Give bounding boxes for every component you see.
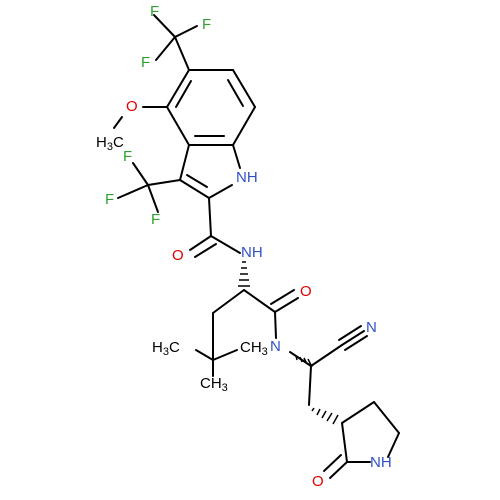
bond xyxy=(212,349,238,361)
bond xyxy=(174,25,198,38)
bond xyxy=(310,344,343,367)
bond xyxy=(387,432,400,458)
bond xyxy=(341,401,375,424)
bond xyxy=(341,422,348,463)
bond xyxy=(243,289,276,313)
bond xyxy=(195,349,214,361)
bond xyxy=(338,325,362,341)
methyl-label: H3C xyxy=(96,134,124,153)
lactam-nh-label: NH xyxy=(370,454,392,471)
bond xyxy=(175,80,192,108)
bond xyxy=(166,106,190,146)
amide-oxygen-label: O xyxy=(172,247,184,264)
fluorine-label: F xyxy=(202,16,211,33)
bond xyxy=(208,197,212,237)
bond xyxy=(274,311,277,339)
bond xyxy=(232,69,256,108)
bond xyxy=(179,179,210,199)
bond xyxy=(153,14,176,38)
bond xyxy=(274,297,299,313)
bond xyxy=(147,179,181,186)
bond xyxy=(210,235,241,254)
bond xyxy=(189,235,212,251)
atom-labels: F F F O H3C NH F F F O NH O N H3C CH3 CH… xyxy=(96,3,392,490)
bond xyxy=(373,401,400,434)
bond xyxy=(166,69,190,108)
fluorine-label: F xyxy=(150,3,159,20)
bond xyxy=(212,289,245,314)
bond xyxy=(232,106,256,146)
indole-nh-label: NH xyxy=(236,169,258,186)
fluorine-label: F xyxy=(105,191,114,208)
bond xyxy=(232,144,241,169)
hashed-wedge-alpha xyxy=(238,261,250,287)
bond xyxy=(270,289,295,305)
bond xyxy=(147,184,159,213)
oxygen-label: O xyxy=(126,98,138,115)
methyl-label: CH3 xyxy=(200,375,228,394)
bond xyxy=(227,79,244,107)
fluorine-label: F xyxy=(151,211,160,228)
hashed-wedge-ring xyxy=(311,407,339,425)
bond xyxy=(194,243,217,258)
bond xyxy=(155,36,176,61)
methyl-label: CH3 xyxy=(240,339,268,358)
bond xyxy=(132,162,149,186)
bond xyxy=(186,174,208,188)
bond xyxy=(174,36,190,71)
bond xyxy=(179,144,190,181)
bond xyxy=(323,454,342,472)
nitrile-n-label: N xyxy=(366,319,377,336)
bond xyxy=(113,116,123,129)
bond xyxy=(117,184,149,199)
fluorine-label: F xyxy=(123,148,132,165)
fluorine-label: F xyxy=(141,54,150,71)
methyl-label: H3C xyxy=(152,339,180,358)
lactam-oxygen-label: O xyxy=(312,473,324,490)
bond xyxy=(208,184,233,199)
hashed-wedge-nitrile-carbon xyxy=(295,355,313,368)
bond xyxy=(329,461,348,479)
amide-nh-label: NH xyxy=(241,244,263,261)
amide-oxygen-label: O xyxy=(300,283,312,300)
bond xyxy=(344,335,368,351)
bond xyxy=(341,330,365,346)
amide-n-label: N xyxy=(270,338,281,355)
bond xyxy=(308,365,312,406)
